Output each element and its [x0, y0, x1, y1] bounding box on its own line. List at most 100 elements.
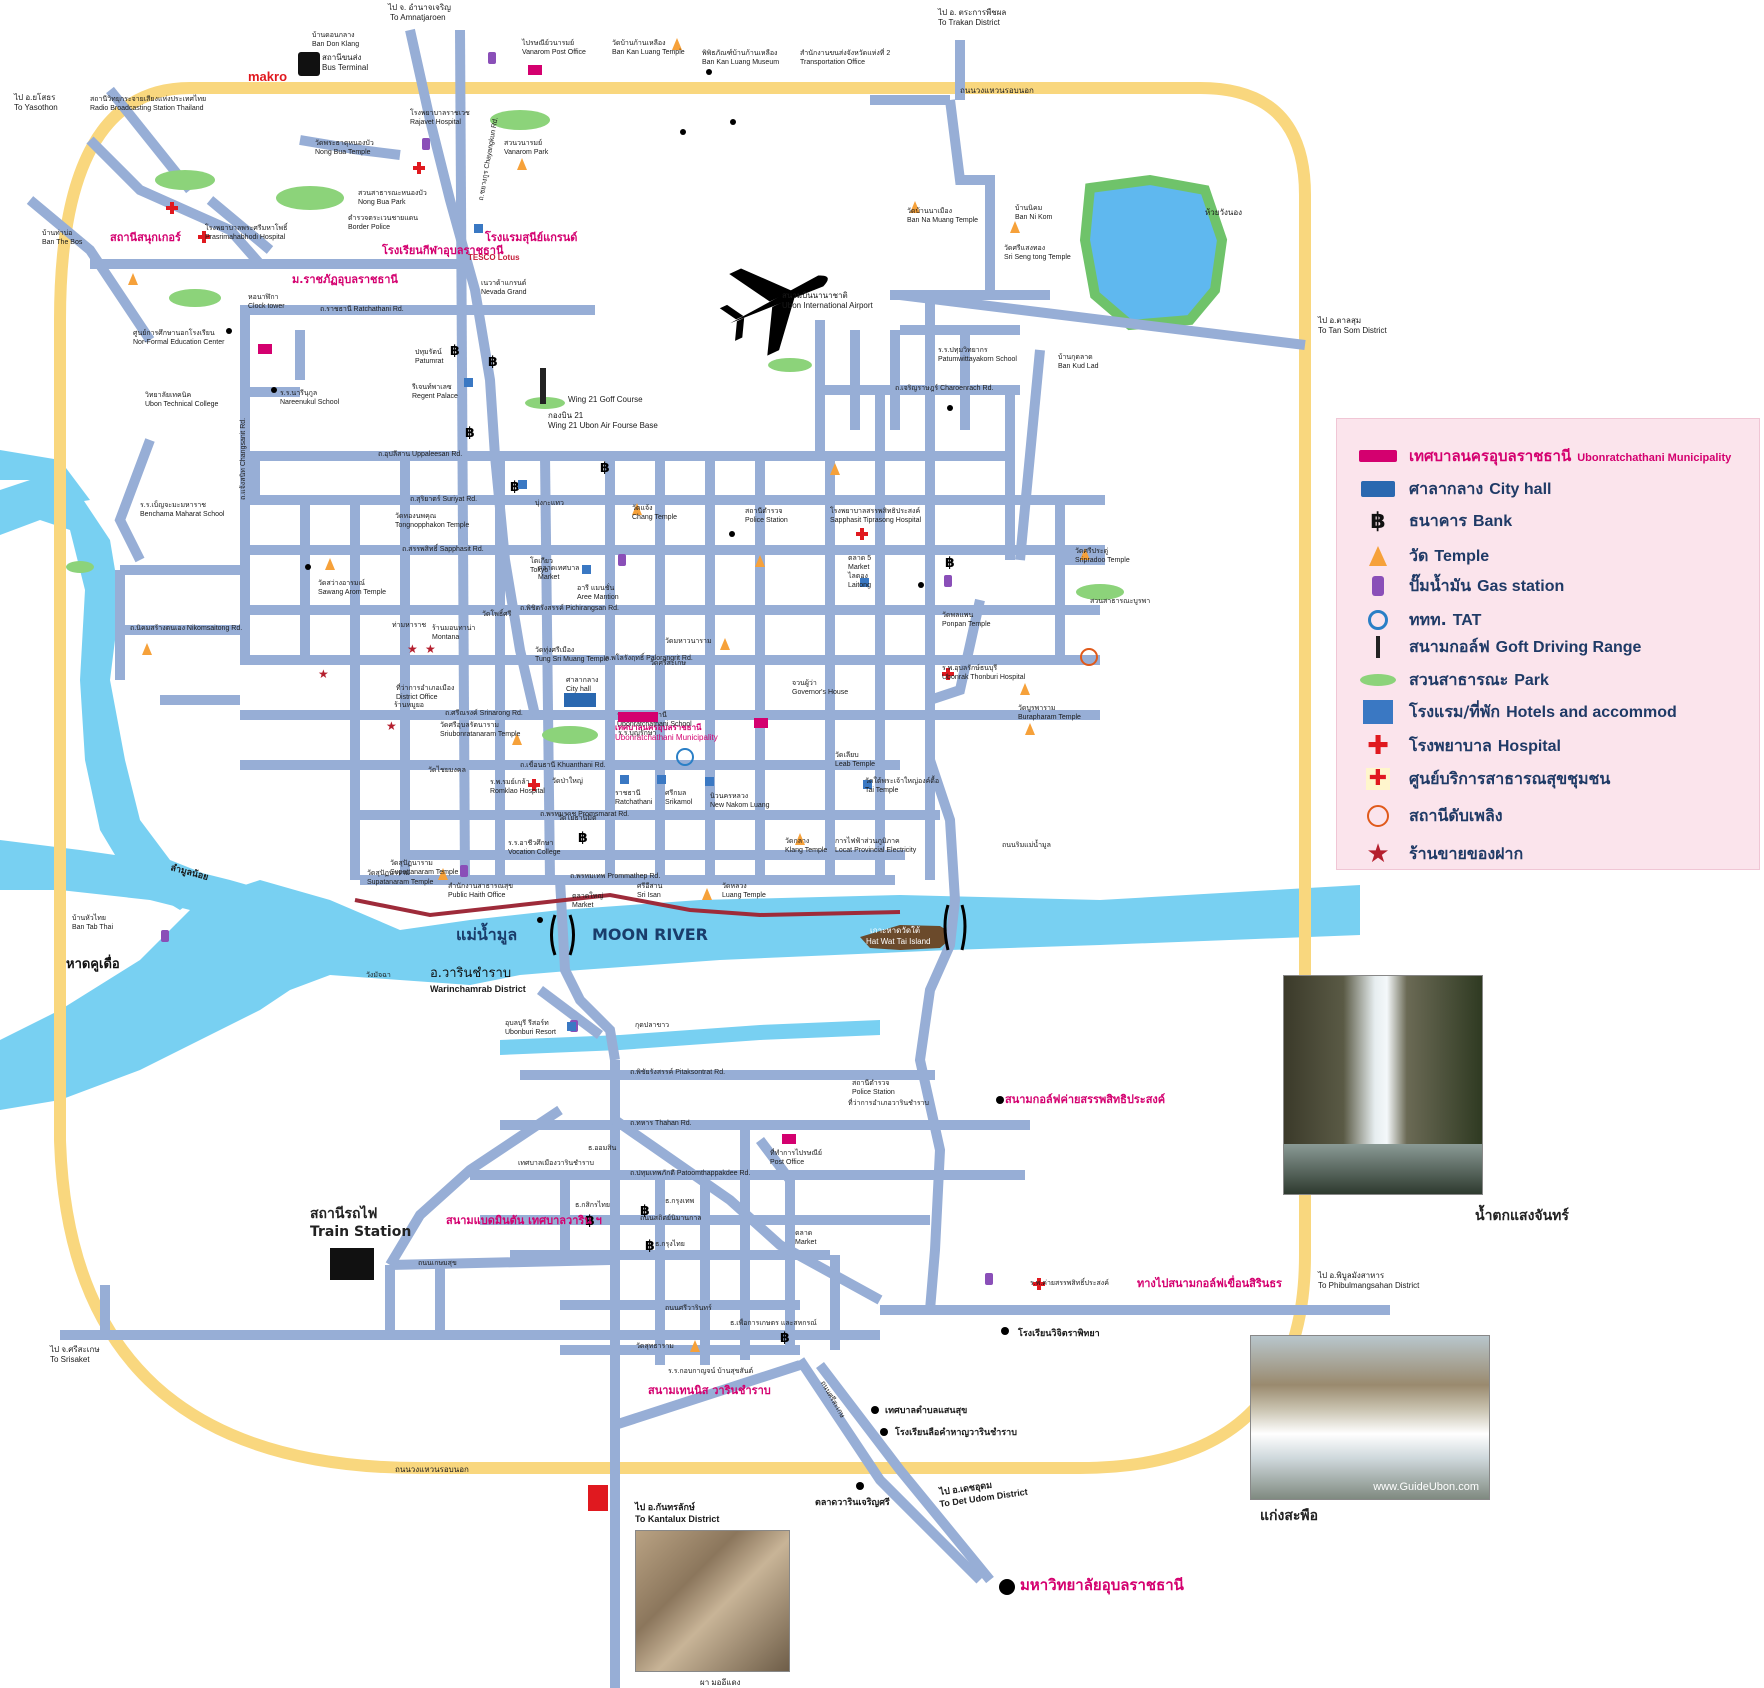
temple-icon [755, 555, 765, 567]
bank-icon: ฿ [488, 354, 498, 370]
hospital-icon: ✚ [1357, 731, 1399, 761]
municipality-th: เทศบาลนครอุบลราชธานี [615, 722, 702, 733]
sports-school: โรงเรียนกีฬาอุบลราชธานี [381, 243, 504, 258]
hospital-icon [198, 231, 210, 243]
river-name-th: แม่น้ำมูล [456, 922, 517, 946]
photo-waterfall [1283, 975, 1483, 1195]
gas-station-icon [944, 575, 952, 587]
bank-icon: ฿ [600, 460, 610, 476]
temple-icon [512, 733, 522, 745]
bus-th: สถานีขนส่ง [322, 53, 362, 62]
luekham-school: โรงเรียนลือคำหาญวารินชำราบ [894, 1426, 1017, 1438]
health-center-icon: ✚ [1357, 764, 1399, 794]
airbase-en: Wing 21 Ubon Air Fourse Base [548, 421, 658, 430]
map-legend: เทศบาลนครอุบลราชธานีUbonratchathani Muni… [1336, 418, 1760, 870]
island-en: Hat Wat Tai Island [866, 937, 930, 946]
legend-row: ศาลากลาง City hall [1357, 474, 1551, 504]
hotel-icon [705, 777, 714, 786]
ring-road-north: ถนนวงแหวนรอบนอก [960, 86, 1034, 95]
legend-label: ศูนย์บริการสาธารณสุขชุมชน [1409, 767, 1610, 792]
gas-station-icon [422, 138, 430, 150]
legend-label-th: ร้านขายของฝาก [1409, 843, 1524, 863]
fire-station-icon [1357, 801, 1399, 831]
dir-amnat-th: ไป จ. อำนาจเจริญ [387, 3, 451, 12]
municipality-icon [618, 712, 658, 722]
gas-station-icon [618, 554, 626, 566]
legend-label-th: ธนาคาร [1409, 510, 1467, 530]
legend-label-en: Goft Driving Range [1495, 638, 1642, 656]
moon-river [0, 880, 1360, 1110]
temple-icon [128, 273, 138, 285]
legend-label: ร้านขายของฝาก [1409, 842, 1523, 867]
bus-en: Bus Terminal [322, 63, 368, 72]
legend-label: ททท.TAT [1409, 608, 1481, 633]
lam-moon-noi-2 [0, 450, 90, 505]
sunee-grand: โรงแรมสุนีย์แกรนด์ [484, 230, 577, 245]
hospital-icon-glyph: ✚ [1367, 731, 1389, 761]
temple-icon [325, 558, 335, 570]
gas-station-icon [161, 930, 169, 942]
golf-icon [1357, 632, 1399, 662]
souvenir-shop-icon: ★ [1357, 839, 1399, 869]
airplane-icon [719, 268, 828, 356]
park-icon [1357, 665, 1399, 695]
badminton: สนามแบดมินตัน เทศบาลวาริน ฯ [446, 1214, 602, 1227]
photo-caption-carving: ผา มออีแดง [700, 1678, 741, 1687]
hotel-icon-glyph [1363, 700, 1393, 724]
wang-nong-lake [1079, 174, 1228, 331]
map-labels: น้ำตกแสงจันทร์ แก่งสะพือ ผา มออีแดง แม่น… [13, 3, 1569, 1687]
municipality-en: Ubonratchathani Municipality [615, 733, 718, 742]
gas-station-icon [460, 865, 468, 877]
temple-icon [1025, 723, 1035, 735]
dir-tansom-th: ไป อ.ตาลสุม [1317, 316, 1361, 325]
temple-icon [672, 38, 682, 50]
legend-label-th: โรงแรม/ที่พัก [1409, 701, 1501, 721]
lam-moon-noi [0, 840, 300, 930]
hospital-icon [166, 202, 178, 214]
photo-carving [635, 1530, 790, 1672]
hospital-icon [942, 668, 954, 680]
island-th: เกาะหาดวัดใต้ [870, 926, 920, 935]
post-office-icon [528, 65, 542, 75]
rajabhat: ม.ราชภัฏอุบลราชธานี [292, 273, 398, 287]
fire-station-icon [1080, 648, 1098, 666]
city-hall-icon [564, 693, 596, 707]
legend-row: ★ ร้านขายของฝาก [1357, 839, 1523, 869]
city-hall-icon-glyph [1361, 481, 1395, 497]
bus-terminal-icon [298, 52, 320, 76]
temple-icon [142, 643, 152, 655]
legend-label-en: City hall [1489, 480, 1552, 498]
hospital-markers [166, 162, 1045, 1290]
river-layer [0, 174, 1360, 1110]
temple-icon-glyph [1369, 546, 1387, 566]
hotel-icon [474, 224, 483, 233]
waterfall-pool [1284, 1144, 1482, 1194]
legend-label-en: Gas station [1477, 577, 1565, 595]
fire-station-icon-glyph [1367, 805, 1389, 827]
airport-en: Ubon International Airport [782, 301, 874, 310]
legend-row: เทศบาลนครอุบลราชธานีUbonratchathani Muni… [1357, 441, 1731, 471]
souvenir-shop-icon: ★ [318, 667, 329, 681]
parks [66, 110, 1124, 744]
hotel-icon [863, 780, 872, 789]
hospital-icon [1033, 1278, 1045, 1290]
tat-icon-glyph [1368, 610, 1388, 630]
souvenir-shop-icon: ★ [386, 719, 397, 733]
souvenir-shop-icon-glyph: ★ [1366, 839, 1390, 869]
dir-tansom-en: To Tan Som District [1318, 326, 1388, 335]
bank-icon: ฿ [585, 1213, 595, 1229]
legend-label-en: TAT [1452, 611, 1482, 629]
bank-icon: ฿ [465, 425, 475, 441]
bank-icon: ฿ [780, 1330, 790, 1346]
souvenir-markers: ★ ★ ★ ★ [318, 642, 436, 733]
legend-label-th: ศาลากลาง [1409, 478, 1484, 498]
hospital-icon [856, 528, 868, 540]
airbase-th: กองบิน 21 [548, 411, 584, 420]
